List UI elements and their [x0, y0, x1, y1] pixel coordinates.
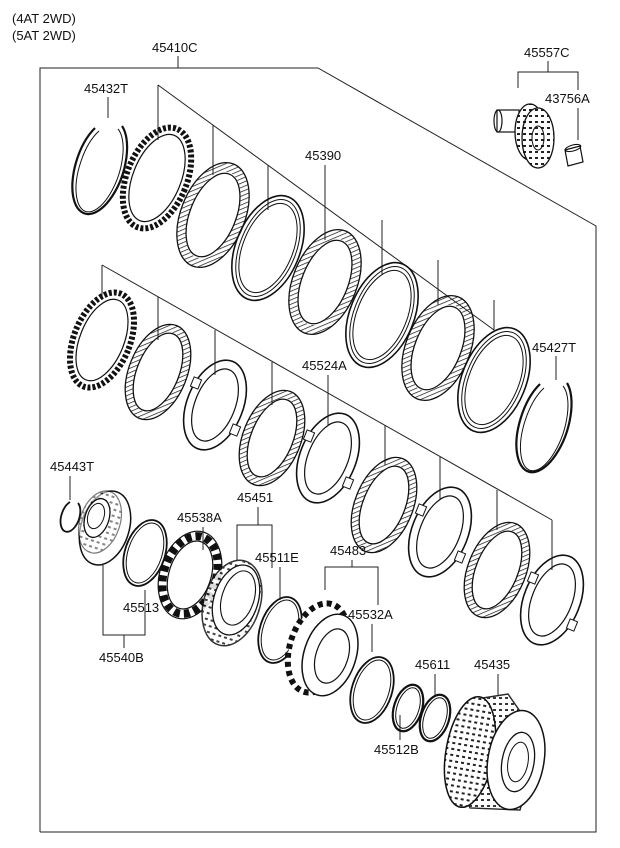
steel-plate-lugged-1	[182, 359, 248, 451]
label-45435: 45435	[474, 657, 510, 672]
label-45451: 45451	[237, 490, 273, 505]
label-45390: 45390	[305, 148, 341, 163]
piston-45540b	[77, 490, 132, 566]
snap-ring-45443t	[59, 501, 82, 533]
label-45410c: 45410C	[152, 40, 198, 55]
seal-45611	[418, 693, 452, 743]
label-45540b: 45540B	[99, 650, 144, 665]
seal-45532a	[349, 656, 395, 724]
steel-plate-lugged-4	[519, 554, 585, 646]
label-45511e: 45511E	[255, 550, 299, 565]
label-45513: 45513	[123, 600, 159, 615]
steel-plate-toothed-1	[119, 124, 195, 232]
label-45512b: 45512B	[374, 742, 419, 757]
friction-disc-6	[350, 456, 418, 554]
label-43756a: 43756A	[545, 91, 590, 106]
gear-assembly-45557c	[493, 103, 555, 169]
friction-disc-5	[238, 389, 306, 487]
friction-disc-7	[463, 521, 531, 619]
steel-plate-2	[345, 261, 419, 369]
label-45483: 45483	[330, 543, 366, 558]
leader-lines	[69, 61, 579, 740]
steel-plate-1	[231, 194, 305, 302]
steel-plate-3	[457, 326, 531, 434]
assembly-outline	[39, 67, 597, 833]
friction-disc-3	[401, 294, 475, 402]
label-45532a: 45532A	[348, 607, 393, 622]
piston-45451	[201, 559, 263, 647]
label-45432t: 45432T	[84, 81, 128, 96]
label-45427t: 45427T	[532, 340, 576, 355]
snap-ring-45427t	[515, 382, 573, 474]
header-line-1: (4AT 2WD)	[12, 11, 76, 26]
header-line-2: (5AT 2WD)	[12, 28, 76, 43]
friction-disc-2	[288, 228, 362, 336]
friction-disc-4	[124, 323, 192, 421]
hub-45483	[284, 600, 359, 697]
steel-plate-lugged-3	[407, 486, 473, 578]
steel-plate-lugged-2	[295, 412, 361, 504]
label-45524a: 45524A	[302, 358, 347, 373]
label-45443t: 45443T	[50, 459, 94, 474]
label-45538a: 45538A	[177, 510, 222, 525]
steel-plate-toothed-2	[66, 289, 138, 391]
label-45557c: 45557C	[524, 45, 570, 60]
drum-45435	[443, 693, 546, 811]
bushing-43756a	[564, 143, 584, 167]
label-45611: 45611	[415, 657, 450, 672]
friction-disc-1	[176, 161, 250, 269]
snap-ring-45432t	[71, 125, 129, 216]
